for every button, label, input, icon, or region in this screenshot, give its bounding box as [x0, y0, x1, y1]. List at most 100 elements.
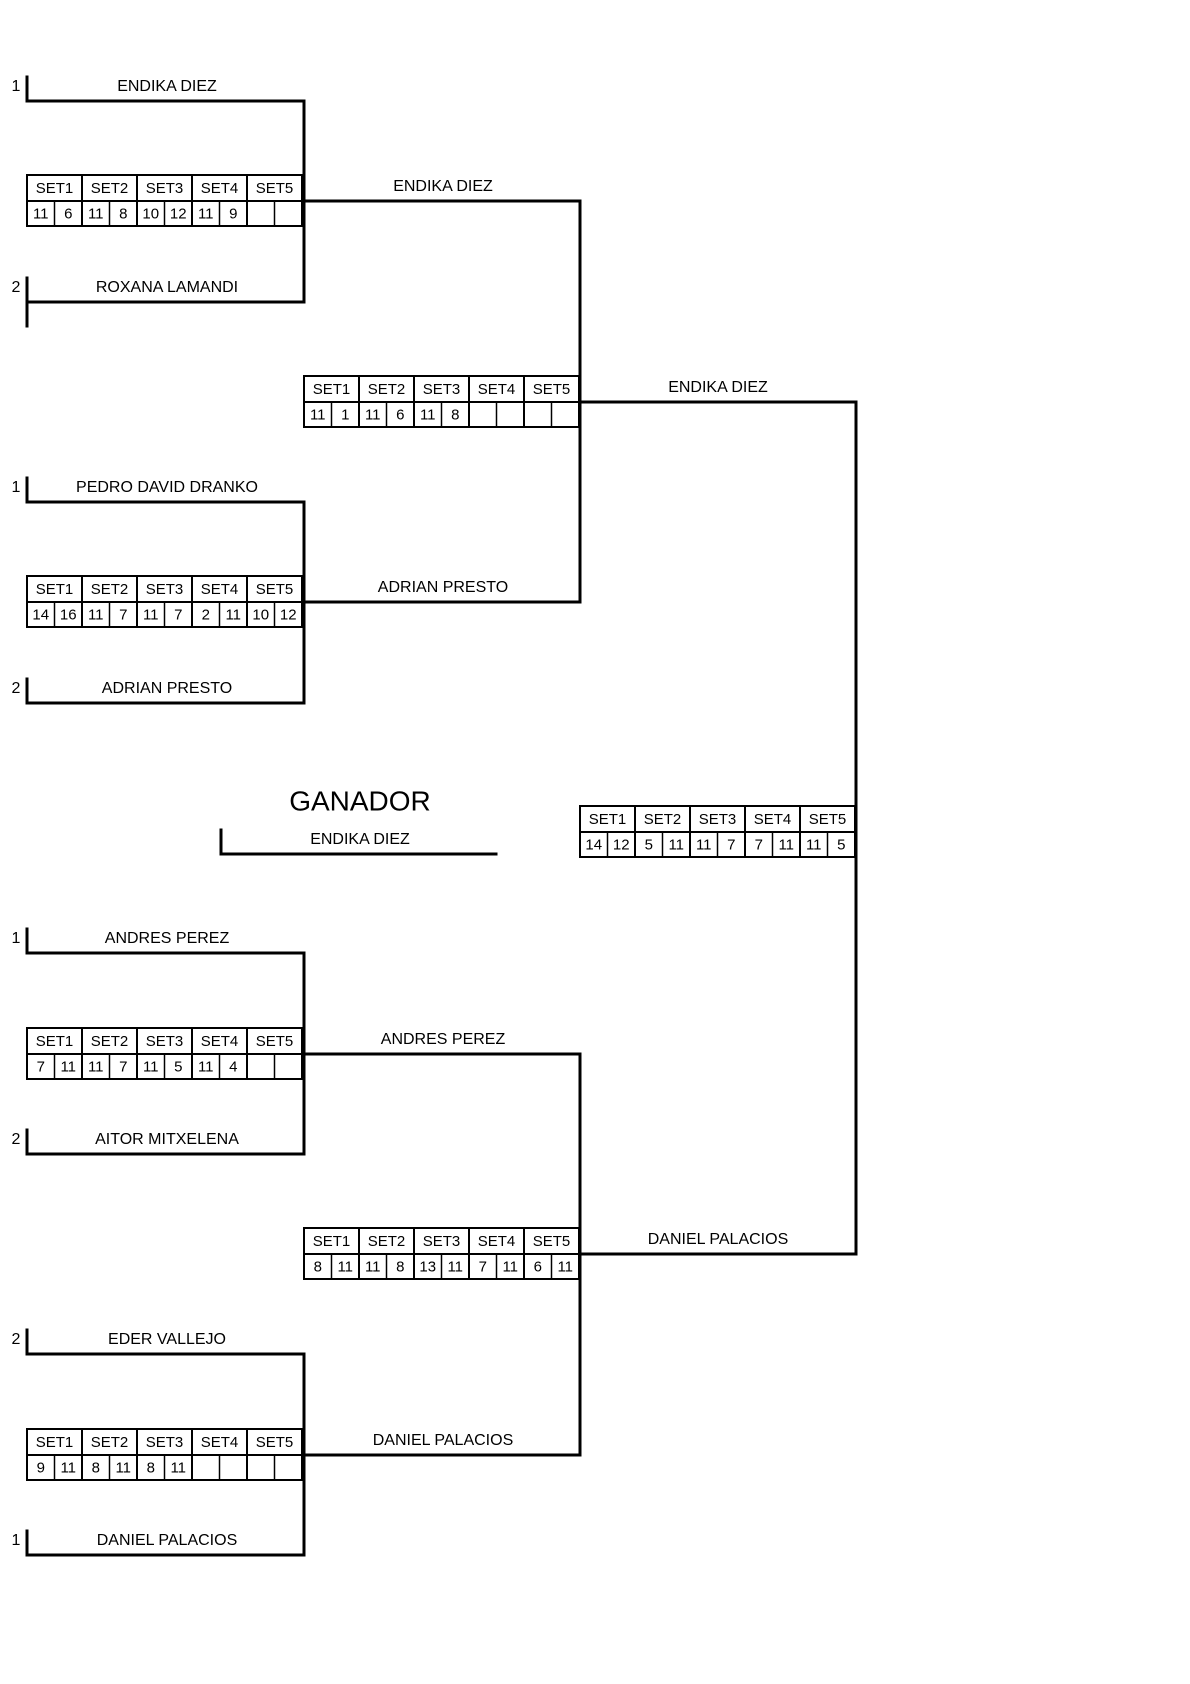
sf-match-1-set-header: SET1 [313, 381, 351, 398]
sf-match-2-set-header: SET3 [423, 1233, 461, 1250]
final-set-header: SET5 [809, 811, 847, 828]
r1-match-1-score-cell: 12 [170, 205, 187, 222]
r1-match-4-set-header: SET5 [256, 1434, 294, 1451]
r1-match-3-score-cell: 11 [198, 1058, 214, 1075]
r1-match-2-p2-name: ADRIAN PRESTO [102, 680, 232, 697]
r1-match-4-set-header: SET1 [36, 1434, 74, 1451]
r1-match-3-set-header: SET3 [146, 1033, 184, 1050]
r1-match-4-p1-seed: 2 [12, 1331, 21, 1348]
r1-match-2-score-cell: 11 [143, 606, 159, 623]
sf-match-2-score-cell: 11 [447, 1258, 463, 1275]
r1-match-4-score-cell: 8 [147, 1459, 155, 1476]
r1-match-3-set-header: SET2 [91, 1033, 129, 1050]
final-score-cell: 11 [696, 836, 712, 853]
r1-match-2-set-header: SET5 [256, 581, 294, 598]
r1-match-1-p2-name: ROXANA LAMANDI [96, 279, 238, 296]
final-score-cell: 5 [645, 836, 653, 853]
sf-match-1-score-cell: 11 [420, 406, 436, 423]
r1-match-2-score-cell: 14 [32, 606, 49, 623]
sf-match-2-set-header: SET5 [533, 1233, 571, 1250]
sf-match-2-score-cell: 8 [314, 1258, 322, 1275]
sf-match-2-score-cell: 13 [419, 1258, 436, 1275]
r1-match-3-score-cell: 11 [60, 1058, 76, 1075]
sf-match-1-score-cell: 1 [341, 406, 349, 423]
r1-match-3-score-cell: 7 [119, 1058, 127, 1075]
r1-match-2-score-cell: 11 [88, 606, 104, 623]
r1-match-3-score-cell: 4 [229, 1058, 237, 1075]
r1-match-2-p1-name: PEDRO DAVID DRANKO [76, 479, 258, 496]
r1-match-3-p1-seed: 1 [12, 930, 21, 947]
final-set-header: SET2 [644, 811, 682, 828]
r1-match-1-set-header: SET1 [36, 180, 74, 197]
r1-match-1-score-cell: 8 [119, 205, 127, 222]
sf-match-2-score-cell: 11 [365, 1258, 381, 1275]
r1-match-4-set-header: SET2 [91, 1434, 129, 1451]
r1-match-4-p1-name: EDER VALLEJO [108, 1331, 226, 1348]
sf-match-1-p2-name: ADRIAN PRESTO [378, 579, 508, 596]
r1-match-2-p1-seed: 1 [12, 479, 21, 496]
sf-match-1-score-cell: 11 [365, 406, 381, 423]
r1-match-3-p1-name: ANDRES PEREZ [105, 930, 230, 947]
sf-match-2-set-header: SET4 [478, 1233, 516, 1250]
r1-match-1-score-cell: 11 [88, 205, 104, 222]
r1-match-1-score-cell: 10 [142, 205, 159, 222]
r1-match-4-set-header: SET3 [146, 1434, 184, 1451]
r1-match-1-set-header: SET5 [256, 180, 294, 197]
sf-match-1-score-cell: 6 [396, 406, 404, 423]
r1-match-4-p2-seed: 1 [12, 1532, 21, 1549]
r1-match-2-score-cell: 16 [60, 606, 77, 623]
r1-match-2-set-header: SET3 [146, 581, 184, 598]
r1-match-2-score-cell: 7 [174, 606, 182, 623]
r1-match-1-p2-seed: 2 [12, 279, 21, 296]
r1-match-2-set-header: SET4 [201, 581, 239, 598]
r1-match-3-set-header: SET4 [201, 1033, 239, 1050]
final-score-cell: 7 [755, 836, 763, 853]
r1-match-4-score-cell: 11 [60, 1459, 76, 1476]
r1-match-3-p2-seed: 2 [12, 1131, 21, 1148]
r1-match-1-score-cell: 6 [64, 205, 72, 222]
r1-match-4-score-cell: 9 [37, 1459, 45, 1476]
r1-match-2-p2-seed: 2 [12, 680, 21, 697]
final-set-header: SET3 [699, 811, 737, 828]
r1-match-1-set-header: SET4 [201, 180, 239, 197]
winner-name: ENDIKA DIEZ [310, 831, 410, 848]
r1-match-3-set-header: SET5 [256, 1033, 294, 1050]
r1-match-4-score-cell: 11 [115, 1459, 131, 1476]
sf-match-1-set-header: SET2 [368, 381, 406, 398]
sf-match-1-set-header: SET5 [533, 381, 571, 398]
sf-match-2-score-cell: 8 [396, 1258, 404, 1275]
r1-match-1-score-cell: 11 [198, 205, 214, 222]
r1-match-2-set-header: SET2 [91, 581, 129, 598]
r1-match-2-score-cell: 11 [225, 606, 241, 623]
final-score-cell: 5 [837, 836, 845, 853]
sf-match-1-set-header: SET4 [478, 381, 516, 398]
r1-match-2-score-cell: 12 [280, 606, 297, 623]
sf-match-2-set-header: SET1 [313, 1233, 351, 1250]
sf-match-2-score-cell: 11 [502, 1258, 518, 1275]
sf-match-1-score-cell: 8 [451, 406, 459, 423]
sf-match-2-score-cell: 7 [479, 1258, 487, 1275]
sf-match-2-score-cell: 11 [337, 1258, 353, 1275]
final-score-cell: 11 [668, 836, 684, 853]
r1-match-1-set-header: SET3 [146, 180, 184, 197]
final-p1-name: ENDIKA DIEZ [668, 379, 768, 396]
r1-match-2-set-header: SET1 [36, 581, 74, 598]
final-set-header: SET1 [589, 811, 627, 828]
final-p2-name: DANIEL PALACIOS [648, 1231, 789, 1248]
r1-match-1-score-cell: 11 [33, 205, 49, 222]
sf-match-2-p1-name: ANDRES PEREZ [381, 1031, 506, 1048]
r1-match-4-score-cell: 11 [170, 1459, 186, 1476]
r1-match-3-score-cell: 11 [88, 1058, 104, 1075]
r1-match-1-set-header: SET2 [91, 180, 129, 197]
r1-match-3-score-cell: 11 [143, 1058, 159, 1075]
r1-match-4-score-cell: 8 [92, 1459, 100, 1476]
r1-match-2-score-cell: 10 [252, 606, 269, 623]
final-set-header: SET4 [754, 811, 792, 828]
sf-match-2-score-cell: 6 [534, 1258, 542, 1275]
final-score-cell: 11 [806, 836, 822, 853]
